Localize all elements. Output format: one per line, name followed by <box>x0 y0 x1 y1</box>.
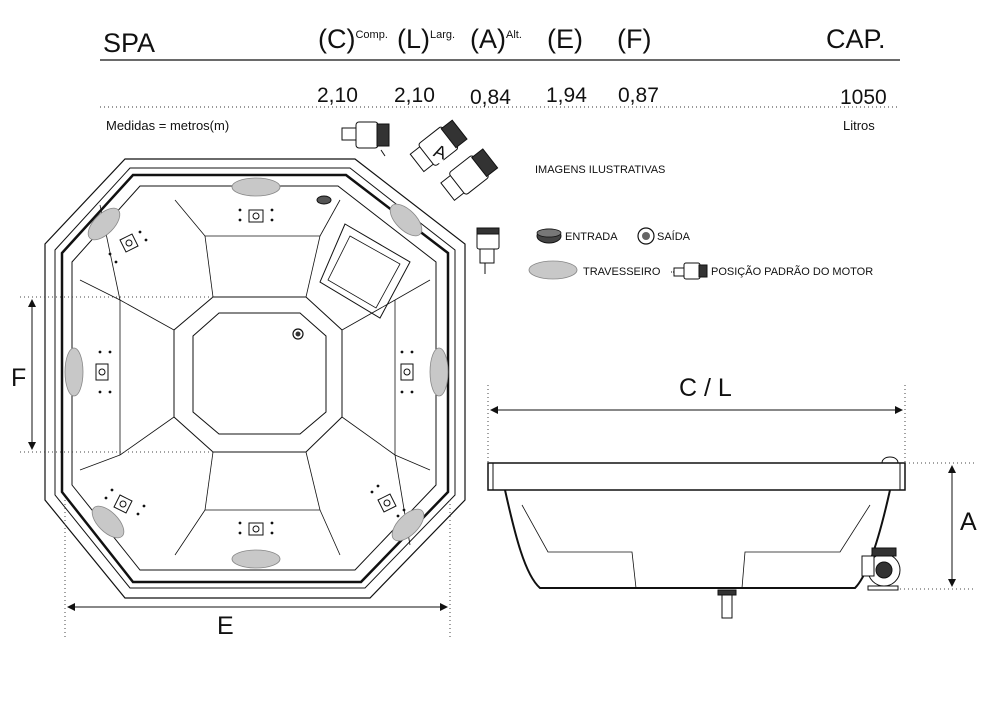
seat-divider <box>79 279 121 301</box>
spa-rim-line-3 <box>60 173 450 584</box>
legend-motor-icon <box>671 262 708 280</box>
value-e: 1,94 <box>546 84 587 107</box>
seat-divider <box>119 416 175 456</box>
lounge-seat-inner <box>327 235 401 309</box>
pillow <box>231 549 281 569</box>
spa-seat-well-outer <box>173 296 343 453</box>
side-inner-step <box>741 504 871 589</box>
jet-icon <box>377 493 397 513</box>
capacity-unit: Litros <box>843 118 875 133</box>
entrada-fitting <box>316 195 332 205</box>
header-code: (A) <box>470 24 506 54</box>
pillows <box>64 177 449 569</box>
seat-divider <box>204 235 214 298</box>
seat-divider <box>319 199 341 237</box>
jet-icon <box>119 233 139 253</box>
pillow <box>429 347 449 397</box>
jet-icon <box>248 209 264 223</box>
legend-entrada-label: ENTRADA <box>565 231 618 243</box>
pillow <box>231 177 281 197</box>
seat-divider <box>204 451 214 511</box>
legend-travesseiro-icon <box>528 260 578 280</box>
saida-fitting <box>292 328 304 340</box>
header-cap: CAP. <box>826 24 886 54</box>
illustrative-note: IMAGENS ILUSTRATIVAS <box>535 164 666 176</box>
jet-icon <box>248 522 264 536</box>
spa-inner-basin <box>71 185 437 571</box>
header-sup: Larg. <box>430 29 456 41</box>
jet-icon <box>113 494 133 514</box>
seat-divider <box>79 454 121 471</box>
jet-dots <box>98 208 414 535</box>
side-shell <box>504 489 891 589</box>
saida-fitting-center <box>295 331 301 337</box>
legend-saida-icon <box>637 227 655 245</box>
header-code: (E) <box>547 24 583 54</box>
header-code: (L) <box>397 24 430 54</box>
seat-divider <box>341 416 396 456</box>
dimension-a-label: A <box>960 508 977 536</box>
value-l: 2,10 <box>394 84 435 107</box>
dimension-e-label: E <box>217 612 234 640</box>
pillow <box>87 207 121 241</box>
dimension-f-label: F <box>11 364 27 392</box>
header-col-e: (E) <box>547 24 583 55</box>
seat-divider <box>305 451 321 511</box>
motor-icon <box>341 121 390 157</box>
spa-rim-line-2 <box>54 167 456 589</box>
pillow <box>64 347 84 397</box>
spa-side-view <box>487 456 906 619</box>
value-f: 0,87 <box>618 84 659 107</box>
seat-divider <box>305 235 321 298</box>
legend-travesseiro-label: TRAVESSEIRO <box>583 266 661 278</box>
jet-icon <box>95 363 109 381</box>
seat-divider <box>174 509 206 556</box>
dimension-cl-label: C / L <box>679 374 732 402</box>
legend-entrada-icon-top <box>536 228 562 238</box>
header-sup: Alt. <box>506 29 522 41</box>
pillow <box>91 505 125 539</box>
header-col-a: (A)Alt. <box>470 24 522 55</box>
legend-saida-icon-center <box>642 232 650 240</box>
side-inner-step <box>521 504 637 589</box>
legend-saida-label: SAÍDA <box>657 231 691 243</box>
value-c: 2,10 <box>317 84 358 107</box>
seat-divider <box>119 299 175 331</box>
motor-icon <box>476 227 500 274</box>
spa-top-view <box>44 158 466 599</box>
motor-icon <box>440 148 499 202</box>
pillow <box>391 508 425 542</box>
lounge-seat <box>319 223 411 319</box>
pillow <box>389 203 423 237</box>
side-rim <box>487 462 906 491</box>
seat-divider <box>319 509 341 556</box>
spa-title: SPA <box>103 28 156 58</box>
header-col-c: (C)Comp. <box>318 24 388 55</box>
side-fitting <box>881 456 899 464</box>
seat-divider <box>341 299 396 331</box>
spa-outer-rim <box>44 158 466 599</box>
legend-motor-label: POSIÇÃO PADRÃO DO MOTOR <box>711 266 874 278</box>
header-col-l: (L)Larg. <box>397 24 455 55</box>
seat-divider <box>394 279 431 301</box>
header-code: (C) <box>318 24 356 54</box>
jet-icon <box>400 363 414 381</box>
jets <box>95 209 414 536</box>
capacity-value: 1050 <box>840 86 887 109</box>
units-note: Medidas = metros(m) <box>106 118 230 133</box>
value-a: 0,84 <box>470 86 511 109</box>
spa-seat-well-inner <box>192 312 327 435</box>
header-sup: Comp. <box>355 29 388 41</box>
header-col-f: (F) <box>617 24 651 55</box>
side-motor-icon <box>861 547 901 591</box>
seat-divider <box>394 454 431 471</box>
seat-divider <box>174 199 206 237</box>
header-code: (F) <box>617 24 652 54</box>
